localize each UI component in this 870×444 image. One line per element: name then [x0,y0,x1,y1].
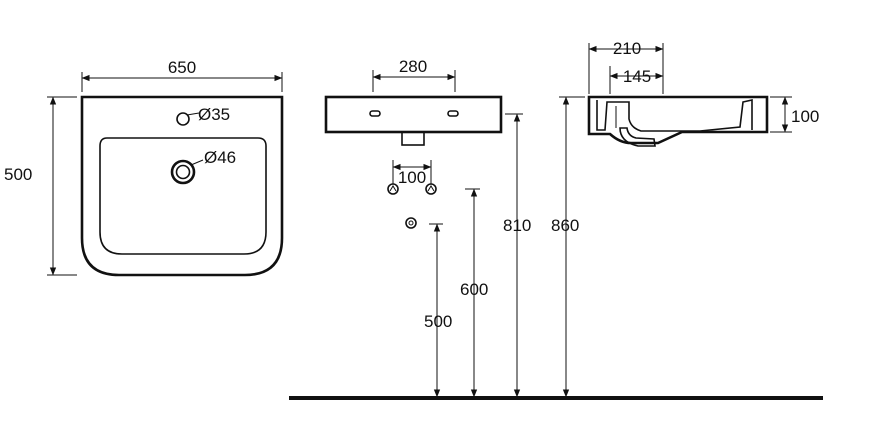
basin-outline [80,95,284,277]
overflow-slot-right [447,110,459,117]
drain-label: Ø46 [204,148,236,167]
supply-spacing-label: 100 [398,168,426,187]
drain-inner [175,164,191,180]
overflow-slot-left [369,110,381,117]
waste-outlet [401,131,425,146]
side-view: 210 145 100 [587,39,819,147]
bowl-outline [99,137,267,255]
height-810-label: 810 [503,216,531,235]
height-860-label: 860 [551,216,579,235]
supply-valve-left [387,183,399,195]
supply-valve-right [425,183,437,195]
top-view: Ø35 Ø46 650 500 [4,58,284,277]
width-label: 650 [168,58,196,77]
side-inner-width-label: 145 [623,67,651,86]
tap-hole-leader [186,112,200,116]
depth-label: 500 [4,165,32,184]
side-bowl-inner [596,99,753,132]
height-600-label: 600 [460,280,488,299]
front-view: 280 100 [324,57,503,229]
height-dimensions: 500 600 810 860 [424,96,585,398]
tap-hole-label: Ø35 [198,105,230,124]
drain-outer [170,159,196,185]
side-basin-outline [587,95,769,145]
height-500-label: 500 [424,312,452,331]
side-drain-pipe [619,127,656,147]
basin-height-label: 100 [791,107,819,126]
drain-leader [190,159,204,166]
wall-drain [405,217,417,229]
front-width-label: 280 [399,57,427,76]
tap-hole [176,112,190,126]
side-outer-width-label: 210 [613,39,641,58]
front-basin-body [324,95,503,134]
